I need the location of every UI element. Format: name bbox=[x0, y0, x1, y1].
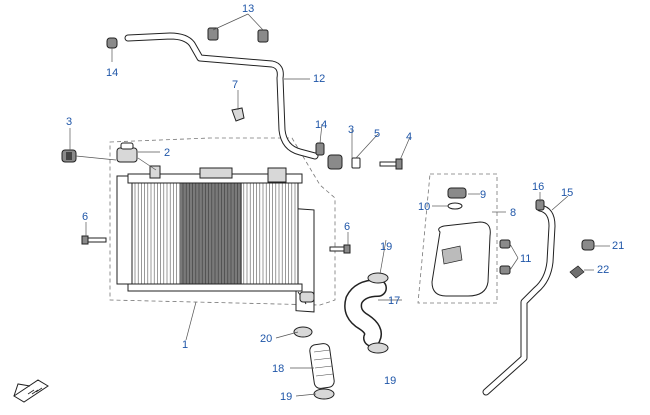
reservoir-assembly-frame bbox=[417, 173, 498, 304]
callout-6-right: 6 bbox=[344, 221, 350, 233]
radiator-assembly-frame bbox=[109, 137, 336, 306]
callout-7: 7 bbox=[232, 79, 238, 91]
callout-9: 9 bbox=[480, 189, 486, 201]
callout-3-right: 3 bbox=[348, 124, 354, 136]
short-hose bbox=[309, 343, 335, 389]
plug-21 bbox=[581, 239, 595, 251]
callout-21: 21 bbox=[612, 240, 624, 252]
callout-3-left: 3 bbox=[66, 116, 72, 128]
callout-19-bottom: 19 bbox=[280, 391, 292, 403]
callout-19-top: 19 bbox=[380, 241, 392, 253]
callout-5: 5 bbox=[374, 128, 380, 140]
tube-clamps bbox=[207, 27, 269, 43]
callout-11: 11 bbox=[520, 253, 531, 265]
callout-13: 13 bbox=[242, 3, 254, 15]
callout-14-right: 14 bbox=[315, 119, 327, 131]
callout-15: 15 bbox=[561, 187, 573, 199]
callout-18: 18 bbox=[272, 363, 284, 375]
radiator-fins bbox=[134, 183, 296, 284]
callout-19-right: 19 bbox=[384, 375, 396, 387]
hose-clamp-20 bbox=[293, 326, 313, 338]
mounting-hardware-upper-right bbox=[315, 142, 403, 170]
callout-2: 2 bbox=[164, 147, 170, 159]
callout-16: 16 bbox=[532, 181, 544, 193]
radiator bbox=[116, 165, 315, 313]
lower-hose bbox=[344, 279, 387, 347]
front-direction-arrow-icon bbox=[13, 379, 49, 403]
callout-12: 12 bbox=[313, 73, 325, 85]
callout-4: 4 bbox=[406, 131, 412, 143]
callout-1: 1 bbox=[182, 339, 188, 351]
bolt-right bbox=[329, 244, 351, 254]
callout-6-left: 6 bbox=[82, 211, 88, 223]
radiator-cap bbox=[116, 142, 138, 163]
callout-8: 8 bbox=[510, 207, 516, 219]
rubber-grommet-left bbox=[61, 149, 77, 163]
hose-clamp-upper bbox=[367, 272, 389, 284]
bolt-left bbox=[81, 235, 107, 245]
clip bbox=[231, 107, 245, 122]
hose-clamp-bottom bbox=[313, 388, 335, 400]
spring-22 bbox=[569, 265, 585, 279]
coolant-reservoir bbox=[431, 187, 511, 297]
breather-tube bbox=[482, 204, 556, 396]
overflow-tube bbox=[124, 32, 319, 160]
callout-14-top: 14 bbox=[106, 67, 118, 79]
callout-22: 22 bbox=[597, 264, 609, 276]
callout-20: 20 bbox=[260, 333, 272, 345]
leader-lines bbox=[69, 13, 610, 397]
hose-clamp-lower bbox=[367, 342, 389, 354]
rubber-plug-top bbox=[106, 37, 118, 49]
callout-10: 10 bbox=[418, 201, 430, 213]
callout-17: 17 bbox=[388, 295, 400, 307]
